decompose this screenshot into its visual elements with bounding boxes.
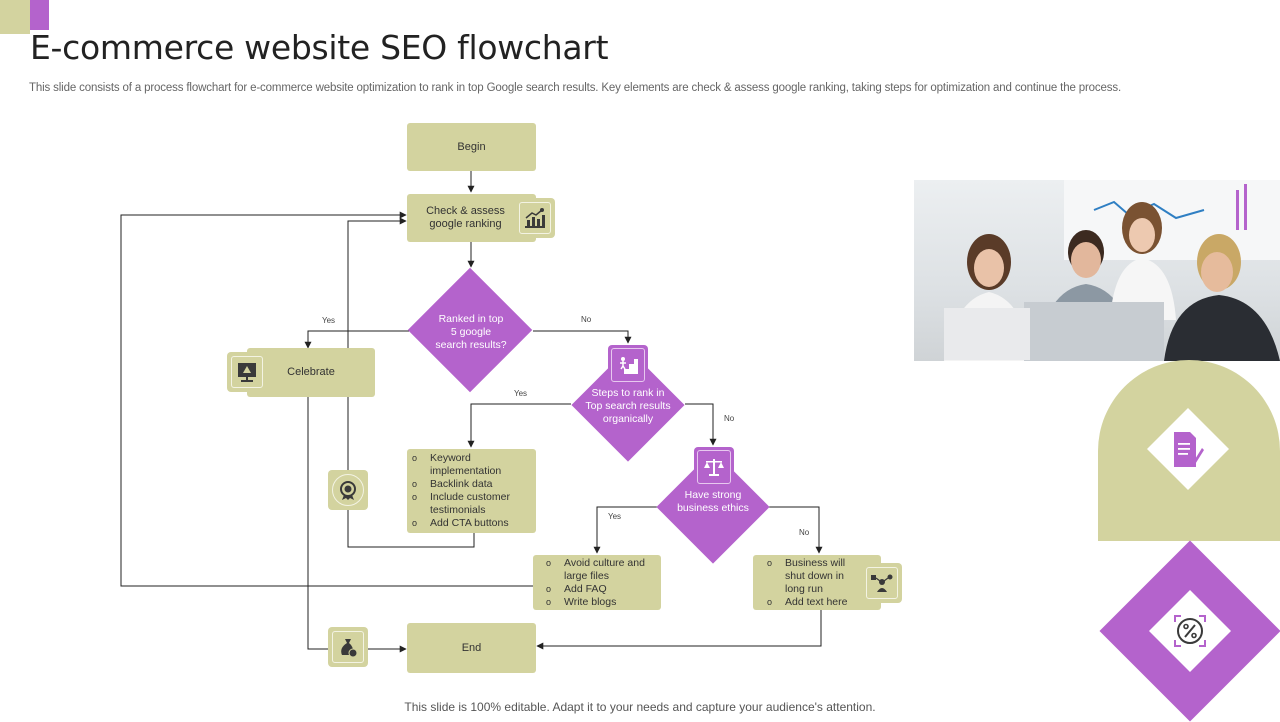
money-bag-icon <box>341 639 358 658</box>
begin-node: Begin <box>407 123 536 171</box>
stairs-climb-icon <box>618 357 638 374</box>
award-medal-icon <box>340 481 356 500</box>
ethics-text: Have strong business ethics <box>663 488 763 516</box>
keyword-item: Include customer testimonials <box>409 491 531 517</box>
steps-label-line1: Steps to rank in <box>591 386 665 399</box>
team-network-icon <box>871 574 893 592</box>
page-subtitle: This slide consists of a process flowcha… <box>29 82 1121 94</box>
ethics-label-line2: business ethics <box>677 502 749 514</box>
ethics-yes-label: Yes <box>608 512 622 521</box>
celebrate-label: Celebrate <box>287 366 335 378</box>
footer-note: This slide is 100% editable. Adapt it to… <box>404 700 876 714</box>
culture-item: Write blogs <box>543 596 658 609</box>
ranked-yes-label: Yes <box>322 316 336 325</box>
business-item: Add text here <box>764 596 856 609</box>
business-node: Business will shut down in long run Add … <box>753 555 881 610</box>
culture-node: Avoid culture and large files Add FAQ Wr… <box>533 555 661 610</box>
end-node: End <box>407 623 536 673</box>
corner-deco-olive <box>0 0 30 34</box>
check-ranking-label-line1: Check & assess <box>426 205 505 217</box>
check-ranking-label-line2: google ranking <box>429 218 502 230</box>
growth-chart-icon <box>525 208 545 228</box>
keyword-node: Keyword implementation Backlink data Inc… <box>407 449 536 533</box>
keyword-item: Backlink data <box>409 478 531 491</box>
celebrate-node: Celebrate <box>247 348 375 397</box>
ethics-no-label: No <box>799 528 810 537</box>
keyword-list: Keyword implementation Backlink data Inc… <box>409 452 531 530</box>
business-icon-box <box>862 563 902 603</box>
document-edit-icon <box>1174 432 1204 467</box>
steps-label-line2: Top search results <box>585 399 671 412</box>
presentation-board-icon <box>238 363 256 382</box>
money-icon-box <box>328 627 368 667</box>
keyword-item: Add CTA buttons <box>409 517 531 530</box>
ranked-label-line2: 5 google <box>450 325 492 338</box>
culture-item: Avoid culture and large files <box>543 557 658 583</box>
culture-list: Avoid culture and large files Add FAQ Wr… <box>543 557 658 609</box>
business-list: Business will shut down in long run Add … <box>764 557 856 609</box>
check-ranking-node: Check & assess google ranking <box>407 194 536 242</box>
ranked-no-label: No <box>581 315 592 324</box>
ethics-icon-box <box>694 447 734 487</box>
celebrate-icon-box <box>227 352 267 392</box>
ethics-label-line1: Have strong <box>684 489 742 501</box>
team-photo <box>914 180 1280 361</box>
check-ranking-icon-box <box>515 198 555 238</box>
award-icon-box <box>328 470 368 510</box>
begin-label: Begin <box>457 140 486 153</box>
page-title: E-commerce website SEO flowchart <box>30 28 609 67</box>
steps-icon-box <box>608 345 648 385</box>
business-item: Business will shut down in long run <box>764 557 856 596</box>
photo-illustration <box>944 180 1280 361</box>
steps-text: Steps to rank in Top search results orga… <box>575 386 681 426</box>
keyword-item: Keyword implementation <box>409 452 531 478</box>
steps-no-label: No <box>724 414 735 423</box>
steps-label-line3: organically <box>602 412 654 425</box>
end-label: End <box>461 641 482 654</box>
ranked-decision-text: Ranked in top 5 google search results? <box>420 306 522 358</box>
percent-badge-icon <box>1174 615 1206 647</box>
ranked-label-line3: search results? <box>435 338 507 351</box>
ranked-label-line1: Ranked in top <box>438 312 504 325</box>
justice-scale-icon <box>704 459 724 476</box>
steps-yes-label: Yes <box>514 389 528 398</box>
culture-item: Add FAQ <box>543 583 658 596</box>
corner-deco-purple <box>30 0 49 30</box>
